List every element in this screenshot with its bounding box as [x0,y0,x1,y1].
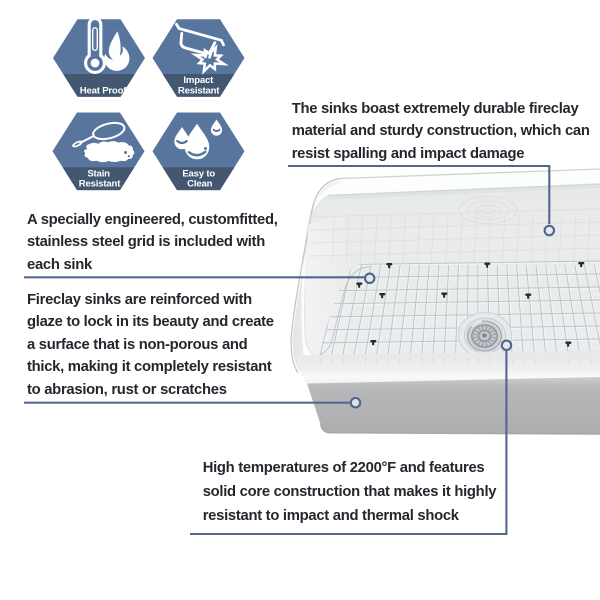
svg-text:Resistant: Resistant [79,179,121,190]
svg-text:Resistant: Resistant [178,86,220,97]
svg-text:Clean: Clean [187,179,212,190]
svg-text:Heat Proof: Heat Proof [80,85,128,96]
svg-text:Stain: Stain [87,168,110,179]
svg-text:Impact: Impact [183,75,214,86]
svg-text:Easy to: Easy to [182,168,215,179]
